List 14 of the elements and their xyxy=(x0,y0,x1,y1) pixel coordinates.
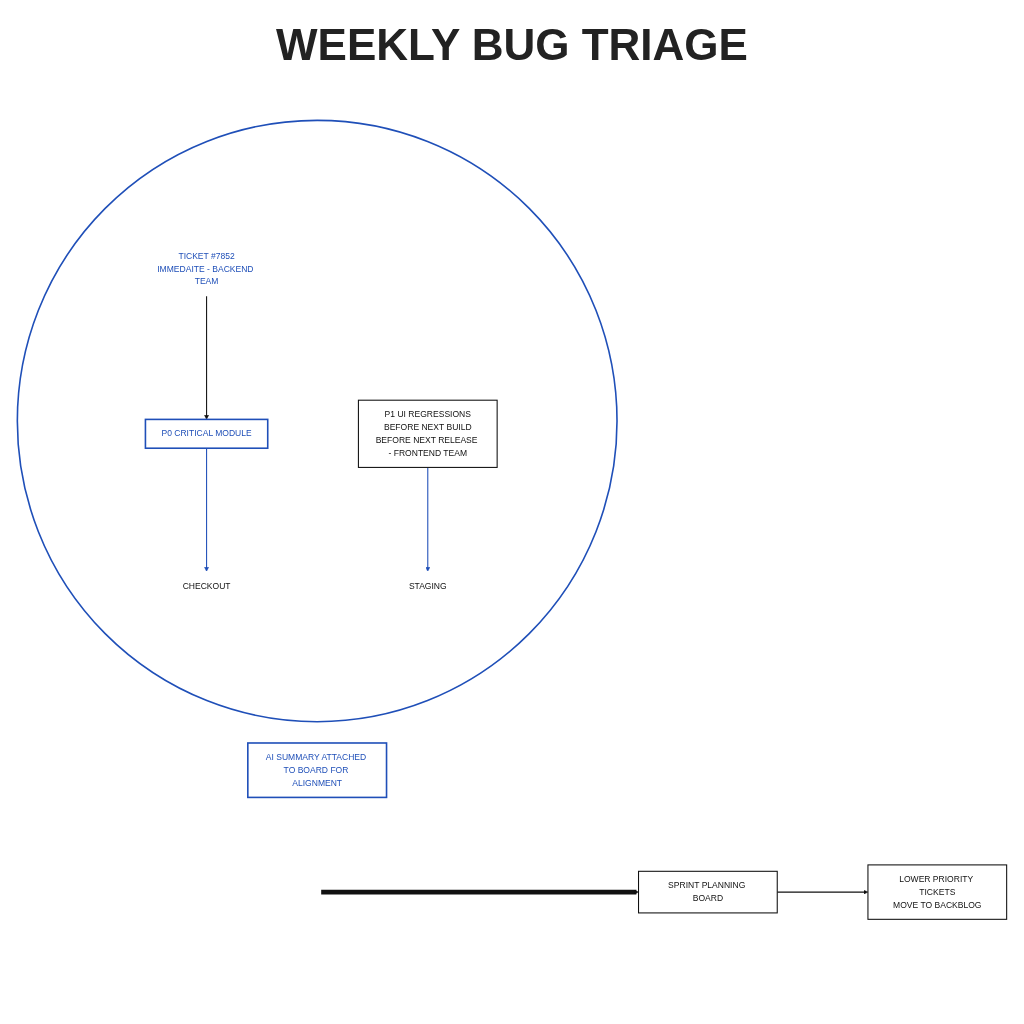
arrow xyxy=(425,467,431,572)
node-text: CHECKOUT xyxy=(182,581,231,591)
node-text: STAGING xyxy=(408,581,447,591)
arrow xyxy=(321,889,639,895)
node-box: P0 CRITICAL MODULE xyxy=(144,418,269,450)
node-box: AI SUMMARY ATTACHED TO BOARD FOR ALIGNMENT xyxy=(247,742,388,799)
node-box: P1 UI REGRESSIONS BEFORE NEXT BUILD BEFORE NEXT RELEASE - FRONTEND TEAM xyxy=(357,399,498,469)
title: WEEKLY BUG TRIAGE xyxy=(275,20,749,70)
node-box: LOWER PRIORITY TICKETS MOVE TO BACKBLOG xyxy=(867,864,1008,921)
arrow xyxy=(204,447,209,572)
cluster xyxy=(16,119,618,723)
node-box: SPRINT PLANNING BOARD xyxy=(638,870,778,914)
node-text: TICKET #7852 IMMEDAITE - BACKEND TEAM xyxy=(157,251,254,287)
arrow xyxy=(204,295,209,420)
